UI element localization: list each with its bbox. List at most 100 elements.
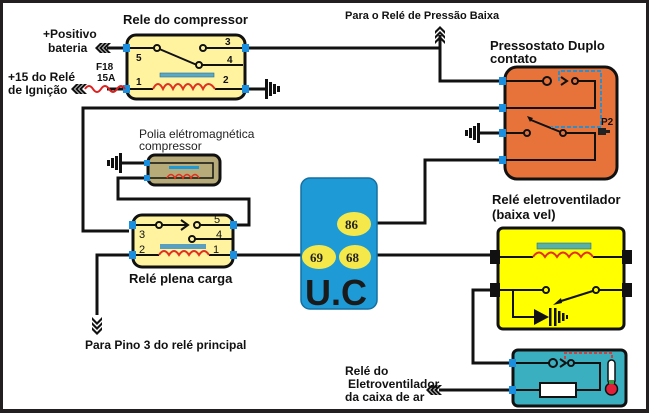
pin-label-4: 4 bbox=[227, 55, 233, 66]
thermal-link-dashed bbox=[564, 352, 613, 360]
contact-icon bbox=[155, 221, 163, 229]
terminal-5[interactable] bbox=[230, 221, 237, 229]
wires bbox=[81, 35, 511, 392]
wire-plena2-pino3 bbox=[95, 253, 129, 315]
rele-compressor[interactable]: 5 1 3 4 2 bbox=[123, 33, 249, 101]
coil-icon bbox=[158, 250, 210, 257]
eletrovent-terminal-2[interactable] bbox=[490, 283, 500, 297]
polia-eletromagnetica[interactable] bbox=[144, 153, 222, 187]
switch-arrow-icon bbox=[180, 219, 190, 231]
connector-arrow-down-icon bbox=[92, 317, 102, 335]
ground-icon bbox=[265, 79, 280, 99]
terminal-1[interactable] bbox=[123, 85, 130, 93]
pressostato-title-2: contato bbox=[490, 51, 537, 66]
uc-label: U.C bbox=[305, 272, 367, 313]
p2-label: P2 bbox=[601, 117, 614, 128]
contact-icon bbox=[542, 286, 550, 294]
wire-polia-plena5 bbox=[116, 176, 251, 227]
caixa-label-2: Eletroventilador bbox=[348, 377, 440, 391]
eletrovent-terminal-1[interactable] bbox=[490, 250, 500, 264]
ground-icon bbox=[465, 123, 480, 143]
pressostato-duplo[interactable]: P2 bbox=[499, 65, 619, 181]
switch-arrow-icon bbox=[553, 298, 562, 305]
coil-core-icon bbox=[169, 166, 199, 169]
ignicao-label-2: de Ignição bbox=[8, 83, 67, 97]
positivo-label-1: +Positivo bbox=[43, 27, 97, 41]
wire-pressostato-uc86 bbox=[375, 158, 503, 225]
contact-icon bbox=[199, 44, 207, 52]
pin-label-1: 1 bbox=[136, 77, 142, 88]
contact-icon bbox=[542, 76, 552, 86]
diode-icon bbox=[534, 309, 549, 325]
pin-label-5: 5 bbox=[136, 53, 142, 64]
rele-eletroventilador[interactable] bbox=[490, 226, 632, 331]
pino3-label: Para Pino 3 do relé principal bbox=[85, 338, 246, 352]
p2-actuator-icon bbox=[598, 128, 606, 135]
pin-label-3: 3 bbox=[225, 37, 231, 48]
contact-icon bbox=[559, 129, 567, 137]
pin-label-1: 1 bbox=[213, 244, 219, 256]
rele-caixa-de-ar[interactable] bbox=[509, 348, 628, 408]
pin-label-2: 2 bbox=[223, 75, 229, 86]
uc-pin-69[interactable] bbox=[302, 245, 336, 269]
coil-icon bbox=[532, 251, 594, 259]
pin-label-5: 5 bbox=[214, 214, 220, 226]
rele-compressor-title: Rele do compressor bbox=[123, 12, 248, 27]
coil-icon bbox=[152, 83, 216, 92]
pin-label-3: 3 bbox=[139, 229, 145, 241]
wire-pressostato-plena3 bbox=[81, 106, 503, 233]
contact-icon bbox=[188, 235, 196, 243]
contact-icon bbox=[523, 129, 531, 137]
eletrovent-terminal-4[interactable] bbox=[622, 283, 632, 297]
uc-pin-68[interactable] bbox=[339, 245, 371, 269]
unidade-de-controle[interactable]: 86 69 68 U.C bbox=[300, 177, 378, 313]
switch-arrow-icon bbox=[559, 358, 568, 368]
eletrovent-title-2: (baixa vel) bbox=[492, 207, 556, 222]
pressostato-terminal-3[interactable] bbox=[499, 129, 506, 137]
caixa-label-3: da caixa de ar bbox=[345, 390, 425, 404]
fuse-icon bbox=[84, 85, 126, 93]
eletrovent-terminal-3[interactable] bbox=[622, 250, 632, 264]
terminal-5[interactable] bbox=[123, 44, 130, 52]
terminal-3[interactable] bbox=[242, 44, 249, 52]
uc-pin-86-label: 86 bbox=[345, 217, 359, 232]
polia-terminal-2[interactable] bbox=[144, 175, 150, 181]
contact-icon bbox=[193, 221, 201, 229]
terminal-1[interactable] bbox=[230, 251, 237, 259]
uc-body bbox=[300, 177, 378, 310]
uc-pin-69-label: 69 bbox=[310, 250, 324, 265]
wiring-diagram: 5 1 3 4 2 Rele do compressor +Positivo b… bbox=[8, 10, 632, 408]
pin-label-2: 2 bbox=[139, 244, 145, 256]
ground-icon bbox=[107, 153, 122, 173]
pressostato-terminal-2[interactable] bbox=[499, 104, 506, 112]
terminal-2[interactable] bbox=[129, 251, 136, 259]
terminal-2[interactable] bbox=[242, 85, 249, 93]
caixa-terminal-1[interactable] bbox=[509, 359, 516, 367]
coil-icon bbox=[166, 173, 200, 180]
ground-icon bbox=[554, 308, 557, 326]
wire-eletrovent-caixa bbox=[471, 288, 511, 365]
polia-terminal-1[interactable] bbox=[144, 160, 150, 166]
pressostato-terminal-4[interactable] bbox=[499, 156, 506, 164]
connector-arrow-icon bbox=[71, 84, 87, 94]
polia-title-2: compressor bbox=[139, 139, 202, 153]
terminal-3[interactable] bbox=[129, 221, 136, 229]
uc-pin-86[interactable] bbox=[337, 212, 371, 236]
eletrovent-body bbox=[496, 226, 626, 331]
pressostato-terminal-1[interactable] bbox=[499, 77, 506, 85]
rele-plena-title: Relé plena carga bbox=[129, 271, 233, 286]
resistor-icon bbox=[539, 382, 577, 398]
eletrovent-title-1: Relé eletroventilador bbox=[492, 192, 621, 207]
caixa-terminal-2[interactable] bbox=[509, 386, 516, 394]
contact-icon bbox=[567, 359, 575, 367]
switch-arrow-icon bbox=[527, 116, 533, 122]
rele-plena-carga[interactable]: 3 2 5 4 1 bbox=[129, 213, 237, 269]
ignicao-label-1: +15 do Relé bbox=[8, 70, 75, 84]
coil-core-icon bbox=[160, 244, 206, 249]
pressao-baixa-label: Para o Relé de Pressão Baixa bbox=[345, 10, 500, 22]
pin-label-4: 4 bbox=[216, 229, 222, 241]
switch-arrow-icon bbox=[560, 76, 569, 86]
caixa-label-1: Relé do bbox=[345, 364, 388, 378]
contact-icon bbox=[195, 61, 203, 69]
